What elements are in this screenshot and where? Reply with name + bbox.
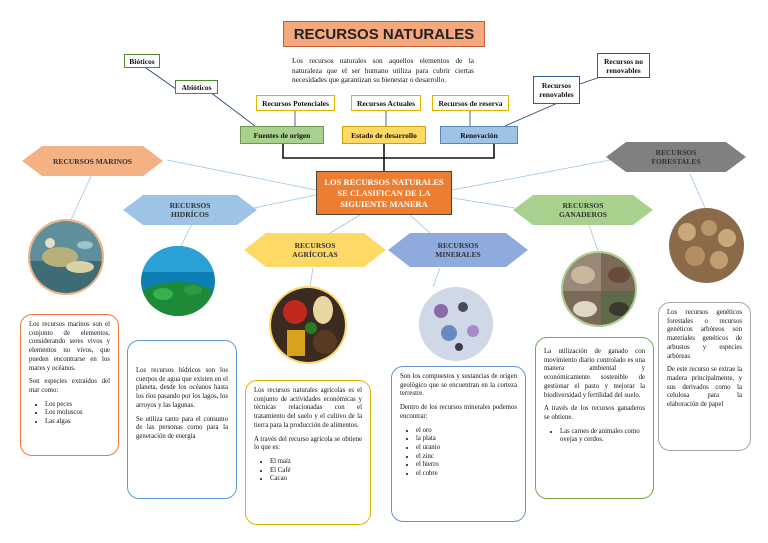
list-item: el zinc (416, 453, 517, 462)
recursos-forestales-hexagon: RECURSOS FORESTALES (606, 142, 746, 172)
list-item: el uranio (416, 444, 517, 453)
hidricos-usage: Se utiliza tanto para el consumo de las … (136, 416, 228, 442)
marinos-description: Los recursos marinos son el conjunto de … (29, 321, 110, 373)
list-item: Los moluscos (45, 409, 110, 418)
list-item: el cobre (416, 470, 517, 479)
recursos-forestales-label: RECURSOS FORESTALES (636, 142, 716, 172)
classification-center-box: LOS RECURSOS NATURALES SE CLASIFICAN DE … (316, 171, 452, 215)
minerales-card: Son los compuestos y sustancias de orige… (391, 366, 526, 522)
livestock-photo (561, 251, 637, 327)
ganaderos-description: La utilización de ganado con movimiento … (544, 348, 645, 400)
recursos-minerales-label: RECURSOS MINERALES (423, 233, 493, 267)
list-item: Los peces (45, 401, 110, 410)
intro-text: Los recursos naturales son aquellos elem… (292, 56, 474, 85)
recursos-marinos-hexagon: RECURSOS MARINOS (22, 146, 163, 176)
recursos-ganaderos-hexagon: RECURSOS GANADEROS (513, 195, 653, 225)
recursos-agricolas-label: RECURSOS AGRÍCOLAS (279, 233, 351, 267)
abioticos-box: Abióticos (175, 80, 218, 94)
marinos-card: Los recursos marinos son el conjunto de … (20, 314, 119, 456)
recursos-no-renovables-box: Recursos no renovables (597, 53, 650, 78)
marine-photo (28, 219, 104, 295)
recursos-agricolas-hexagon: RECURSOS AGRÍCOLAS (244, 233, 386, 267)
list-item: la plata (416, 435, 517, 444)
ganaderos-obtain: A través de los recursos ganaderos se ob… (544, 405, 645, 422)
estado-desarrollo-box: Estado de desarrollo (342, 126, 426, 144)
recursos-marinos-label: RECURSOS MARINOS (22, 146, 163, 176)
agricolas-obtain: A través del recurso agrícola se obtiene… (254, 436, 362, 453)
marinos-extraction: Son especies extraídos del mar como: (29, 378, 110, 395)
recursos-hidricos-label: RECURSOS HIDRÍCOS (153, 195, 227, 225)
recursos-reserva-box: Recursos de reserva (432, 95, 509, 111)
hidricos-card: Los recursos hídricos son los cuerpos de… (127, 340, 237, 499)
recursos-actuales-box: Recursos Actuales (351, 95, 421, 111)
forestales-card: Los recursos genéticos forestales o recu… (658, 302, 751, 451)
minerales-list: el oro la plata el uranio el zinc el hie… (400, 427, 517, 479)
main-bracket (283, 144, 494, 171)
list-item: El maíz (270, 458, 362, 467)
ganaderos-list: Las carnes de animales como ovejas y cer… (544, 428, 645, 445)
recursos-renovables-box: Recursos renovables (533, 76, 580, 104)
ganaderos-card: La utilización de ganado con movimiento … (535, 337, 654, 499)
forestales-extraction: De este recurso se extrae la madera prin… (667, 366, 742, 410)
agriculture-photo (269, 286, 347, 364)
forestales-description: Los recursos genéticos forestales o recu… (667, 309, 742, 361)
recursos-potenciales-box: Recursos Potenciales (256, 95, 335, 111)
list-item: el oro (416, 427, 517, 436)
list-item: Las carnes de animales como ovejas y cer… (560, 428, 645, 445)
fuentes-origen-box: Fuentes de origen (240, 126, 324, 144)
minerals-photo (419, 287, 493, 361)
minerales-find: Dentro de los recursos minerales podemos… (400, 404, 517, 421)
bioticos-box: Bióticos (124, 54, 160, 68)
marinos-list: Los peces Los moluscos Las algas (29, 401, 110, 427)
agricolas-list: El maíz El Café Cacao (254, 458, 362, 484)
forest-photo (669, 208, 744, 283)
list-item: Cacao (270, 475, 362, 484)
recursos-hidricos-hexagon: RECURSOS HIDRÍCOS (123, 195, 257, 225)
recursos-minerales-hexagon: RECURSOS MINERALES (388, 233, 528, 267)
recursos-ganaderos-label: RECURSOS GANADEROS (543, 195, 623, 225)
page-title: RECURSOS NATURALES (283, 21, 485, 47)
renovacion-box: Renovación (440, 126, 518, 144)
hidricos-description: Los recursos hídricos son los cuerpos de… (136, 367, 228, 411)
list-item: el hierro (416, 461, 517, 470)
water-photo (141, 246, 215, 316)
agricolas-card: Los recursos naturales agrícolas es el c… (245, 380, 371, 525)
list-item: El Café (270, 467, 362, 476)
list-item: Las algas (45, 418, 110, 427)
minerales-description: Son los compuestos y sustancias de orige… (400, 373, 517, 399)
agricolas-description: Los recursos naturales agrícolas es el c… (254, 387, 362, 431)
